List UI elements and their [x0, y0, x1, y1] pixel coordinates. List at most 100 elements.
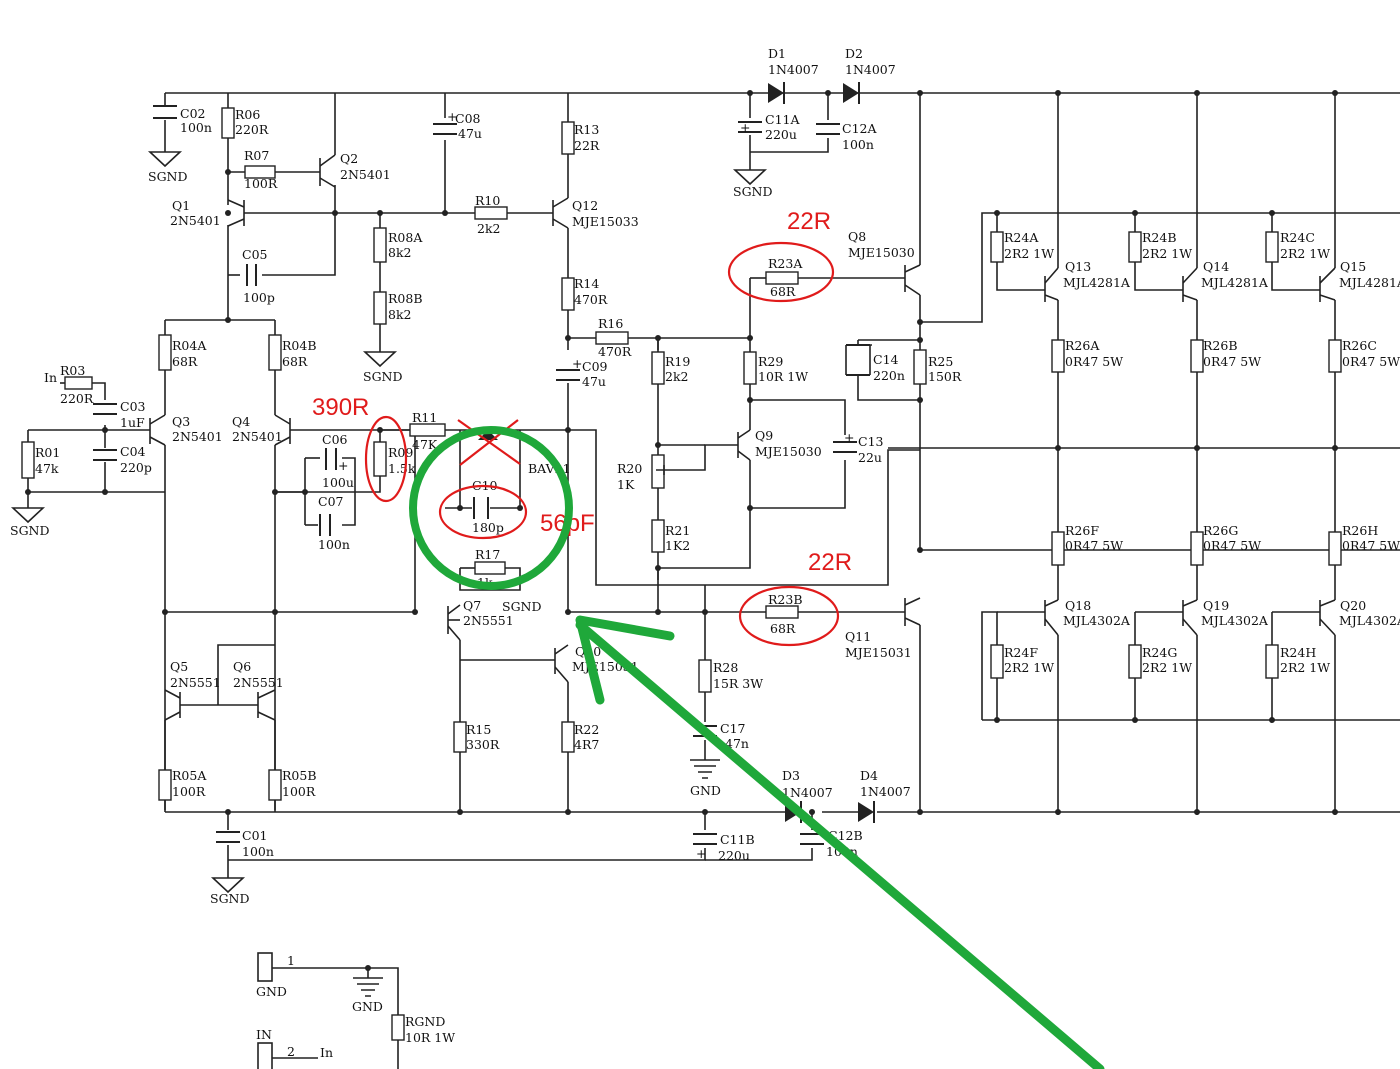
transistor-Q11 — [904, 597, 921, 626]
label-ref: Q19 — [1203, 598, 1229, 613]
label-val: 2R2 1W — [1280, 660, 1330, 675]
capacitor-C12A — [816, 123, 840, 135]
label-val: 100n — [242, 844, 274, 859]
label-ref: R13 — [574, 122, 599, 137]
label-val: MJE15030 — [755, 444, 822, 459]
label-ref: C02 — [180, 106, 205, 121]
transistor-Q3 — [149, 414, 166, 446]
resistors — [21, 107, 1342, 1041]
label-val: 22R — [574, 138, 600, 153]
transistors — [149, 154, 1336, 721]
label-val: 0R47 5W — [1065, 538, 1123, 553]
label-ref: R15 — [466, 722, 491, 737]
svg-text:+: + — [844, 430, 854, 445]
label-val: 2R2 1W — [1142, 246, 1192, 261]
label-val: 47n — [725, 736, 749, 751]
label-ref: C06 — [322, 432, 348, 447]
resistor-R26F — [1051, 531, 1065, 566]
annotation-circle-r09 — [364, 415, 408, 503]
pot-wiper — [656, 465, 665, 475]
resistor-R09 — [373, 441, 387, 477]
transistor-Q10 — [554, 644, 569, 683]
label-val: 2N5551 — [463, 613, 514, 628]
label-ref: Q20 — [1340, 598, 1366, 613]
wires — [27, 92, 1400, 1069]
label-val: 68R — [770, 284, 796, 299]
label-ref: Q11 — [845, 629, 871, 644]
net-sgnd: SGND — [210, 891, 250, 906]
label-ref: C07 — [318, 494, 344, 509]
diode-D4 — [858, 801, 875, 823]
label-val: 1N4007 — [845, 62, 896, 77]
resistor-R05B — [268, 769, 282, 801]
label-val: 2R2 1W — [1004, 246, 1054, 261]
label-ref: R06 — [235, 107, 260, 122]
resistor-R17 — [474, 561, 506, 575]
resistor-R26C — [1328, 339, 1342, 373]
label-val: 47u — [458, 126, 482, 141]
label-val: 2R2 1W — [1280, 246, 1330, 261]
annotation-r23b-value: 22R — [808, 549, 852, 576]
ground-icon — [147, 151, 183, 168]
label-ref: R17 — [475, 547, 500, 562]
connectors — [257, 952, 273, 1069]
label-val: 2k2 — [477, 221, 500, 236]
label-val: 2k2 — [665, 369, 688, 384]
ground-icon — [362, 351, 398, 368]
label-ref: Q4 — [232, 414, 250, 429]
label-val: 2N5401 — [172, 429, 223, 444]
label-val: 1K — [617, 477, 635, 492]
label-val: 1N4007 — [782, 785, 833, 800]
junctions — [25, 90, 1338, 971]
capacitor-C11A — [738, 121, 762, 133]
net-gnd: GND — [256, 984, 287, 999]
ground-icon — [353, 977, 383, 997]
label-ref: R23B — [768, 592, 803, 607]
label-val: 1N4007 — [860, 784, 911, 799]
label-ref: R07 — [244, 148, 269, 163]
label-ref: R21 — [665, 523, 690, 538]
label-ref: Q13 — [1065, 259, 1091, 274]
highlight-circle — [409, 426, 573, 590]
resistor-R29 — [743, 351, 757, 385]
label-val: MJE15031 — [845, 645, 912, 660]
ground-symbols — [10, 151, 768, 997]
label-ref: D3 — [782, 768, 800, 783]
green-highlight — [409, 426, 1105, 1069]
net-in: In — [320, 1045, 333, 1060]
label-ref: C03 — [120, 399, 146, 414]
net-labels: SGND SGND SGND SGND SGND SGND GND GND GN… — [10, 169, 773, 1060]
label-val: 220p — [120, 460, 152, 475]
net-sgnd: SGND — [502, 599, 542, 614]
label-val: 0R47 5W — [1203, 538, 1261, 553]
label-val: 150R — [928, 369, 962, 384]
label-ref: R24H — [1280, 645, 1316, 660]
resistor-R26G — [1190, 531, 1204, 566]
annotation-r23a-value: 22R — [787, 208, 831, 235]
resistor-R23A — [765, 271, 799, 285]
transistor-Q4 — [274, 414, 291, 446]
label-ref: R09 — [388, 445, 413, 460]
label-ref: R22 — [574, 722, 599, 737]
label-ref: Q14 — [1203, 259, 1229, 274]
label-ref: R01 — [35, 445, 60, 460]
label-ref: Q7 — [463, 598, 481, 613]
label-ref: C11B — [720, 832, 755, 847]
label-ref: R26C — [1342, 338, 1377, 353]
label-ref: Q15 — [1340, 259, 1366, 274]
resistor-R06 — [221, 107, 235, 139]
resistor-RGND — [391, 1014, 405, 1041]
label-ref: D4 — [860, 768, 878, 783]
label-ref: R24F — [1004, 645, 1038, 660]
label-val: 1N4007 — [768, 62, 819, 77]
label-ref: Q9 — [755, 428, 773, 443]
label-ref: R20 — [617, 461, 642, 476]
resistor-R04A — [158, 334, 172, 371]
resistor-R24B — [1128, 231, 1142, 263]
label-val: 15R 3W — [713, 676, 763, 691]
svg-text:+: + — [740, 120, 750, 135]
highlight-arrow — [575, 620, 1105, 1069]
ground-icon — [10, 507, 46, 524]
resistor-R26H — [1328, 531, 1342, 566]
transistor-Q14 — [1182, 267, 1198, 302]
